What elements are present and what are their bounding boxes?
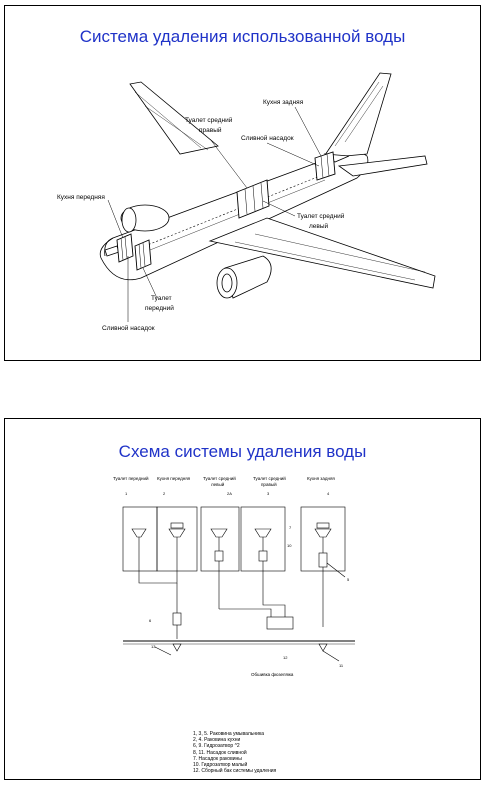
sink-1 [131,528,147,575]
legend-item: 7. Насадок раковины [193,755,242,762]
header-toilet-mid-right-2: правый [261,481,277,487]
legend: 1, 3, 5. Раковина умывальника 2, 4. Рако… [193,731,276,774]
cutaway-toilet-front [134,239,152,271]
legend-item: 8, 11. Насадок сливной [193,749,247,756]
vertical-tail [322,72,392,159]
fuselage-caption: Обшивка фюзеляжа [251,672,294,677]
drain-nozzle-8 [318,643,328,652]
slide-water-removal-scheme: Схема системы удаления воды Туалет перед… [4,418,481,780]
label-toilet-mid-right-2: правый [199,126,222,134]
sink-3 [254,528,272,595]
slide-title: Схема системы удаления воды [118,442,367,461]
num-5: 5 [347,577,350,582]
num-2: 2 [163,491,166,496]
label-toilet-front-1: Туалет [151,295,172,302]
num-2a: 2А [227,491,232,496]
label-toilet-mid-right-1: Туалет средний [185,116,233,124]
num-1: 1 [125,491,128,496]
plumbing-schematic: Туалет передний Кухня передняя Туалет ср… [113,475,355,677]
cutaway-galley-front [116,233,134,263]
legend-item: 2, 4. Раковина кухни [193,737,241,744]
cutaway-galley-rear [314,151,336,181]
num-10: 10 [287,543,292,548]
num-3: 3 [267,491,270,496]
header-galley-rear: Кухня задняя [307,476,335,481]
sink-4 [314,522,332,627]
header-galley-front: Кухня передняя [157,476,191,481]
slide-title: Система удаления использованной воды [79,27,406,46]
cutaway-toilet-mid [236,179,270,219]
water-trap-9 [172,612,182,626]
slide-waste-water-system: Система удаления использованной воды [4,5,481,361]
num-6: 6 [149,618,152,623]
num-7: 7 [289,525,292,530]
sink-2 [168,522,186,575]
sink-2a [210,528,228,609]
aircraft-illustration: Кухня задняя Туалет средний правый Сливн… [57,72,436,332]
header-toilet-mid-left-1: Туалет средний [203,475,236,481]
num-4: 4 [327,491,330,496]
num-12: 12 [283,655,288,660]
legend-item: 1, 3, 5. Раковина умывальника [193,731,265,737]
label-galley-rear: Кухня задняя [263,99,304,106]
label-toilet-mid-left-1: Туалет средний [297,212,345,220]
label-drain-nozzle-bottom: Сливной насадок [102,324,155,332]
num-13: 13 [151,644,156,649]
header-toilet-front: Туалет передний [113,475,149,481]
legend-item: 12. Сборный бак системы удаления [193,768,277,775]
label-toilet-front-2: передний [145,304,174,312]
compartment-toilet-mid-left [200,506,240,572]
legend-item: 6, 9. Гидрозатвор ^2 [193,743,240,750]
num-11: 11 [339,663,344,668]
legend-item: 10. Гидрозатвор малый [193,762,248,769]
collector-tank-12 [266,616,294,630]
header-toilet-mid-left-2: левый [211,481,225,487]
leader-lines [107,106,322,322]
label-drain-nozzle-top: Сливной насадок [241,134,294,142]
header-toilet-mid-right-1: Туалет средний [253,475,286,481]
label-toilet-mid-left-2: левый [309,222,329,230]
compartment-toilet-front [122,506,158,572]
horizontal-stabilizer [337,155,428,177]
label-galley-front: Кухня передняя [57,194,105,201]
drain-nozzle-11 [172,643,182,652]
fuselage [99,151,369,281]
near-wing [208,217,436,289]
